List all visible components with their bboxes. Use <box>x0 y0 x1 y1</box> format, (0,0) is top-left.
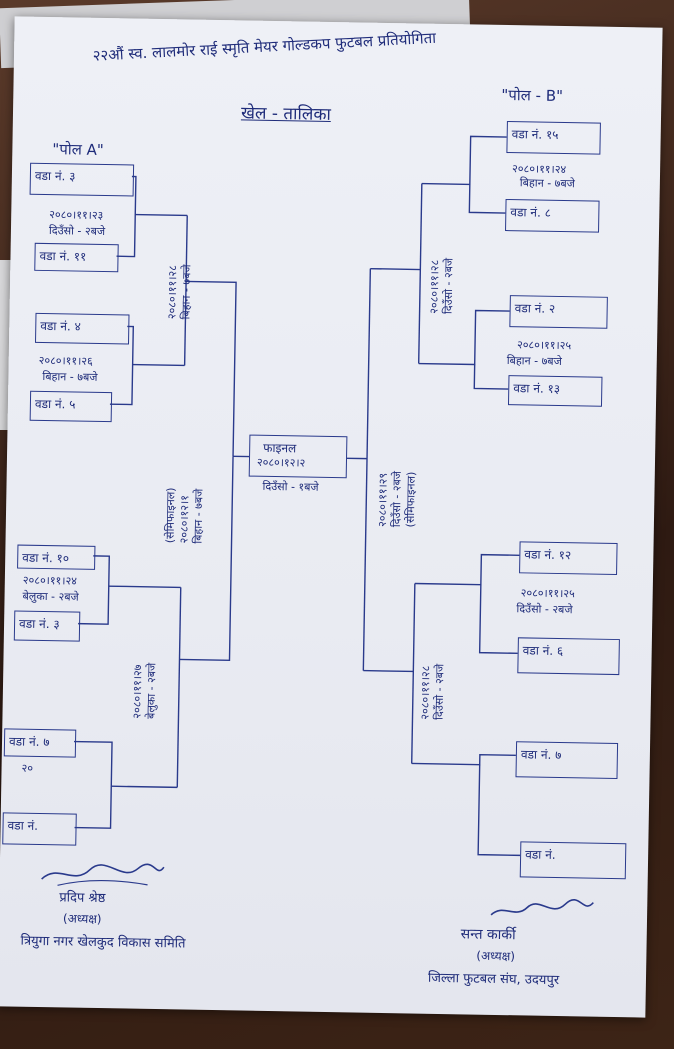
team-box: वडा नं. १३ <box>507 375 603 407</box>
team-box: वडा नं. ३ <box>29 162 135 197</box>
match-time: बिहान - ७बजे <box>42 369 98 384</box>
team-box: वडा नं. ४ <box>34 312 130 345</box>
team-box: वडा नं. ७ <box>3 728 77 758</box>
signature-right <box>490 899 594 916</box>
fixture-sheet: २२औं स्व. लालमोर राई स्मृति मेयर गोल्डकप… <box>0 16 663 1018</box>
team-box: वडा नं. १२ <box>519 541 618 576</box>
match-date: २०८०।११।२३ <box>49 208 104 222</box>
signatory-right-org: जिल्ला फुटबल संघ, उदयपुर <box>427 970 560 989</box>
team-box: वडा नं. <box>519 841 627 880</box>
final-time: दिउँसो - १बजे <box>262 479 319 494</box>
bracket-lines <box>74 135 521 857</box>
final-label: फाइनल <box>263 440 297 456</box>
team-box: वडा नं. ६ <box>517 637 620 676</box>
team-box: वडा नं. ५ <box>29 390 113 423</box>
match-date: २०८०।११।२४ <box>22 573 78 588</box>
final-date: २०८०।१२।२ <box>256 455 306 470</box>
match-date: २०८०।११।२५ <box>520 586 575 601</box>
team-box: वडा नं. २ <box>509 295 608 329</box>
signatory-right-name: सन्त कार्की <box>460 926 516 944</box>
match-time: दिउँसो - २बजे <box>516 602 573 617</box>
signatory-left-role: (अध्यक्ष) <box>62 911 102 927</box>
match-date: २०८०।११।२५ <box>516 338 572 353</box>
signatory-left-org: त्रियुगा नगर खेलकुद विकास समिति <box>20 933 186 952</box>
match-time: बिहान - ७बजे <box>519 176 576 191</box>
match-time: बिहान - ७बजे <box>506 354 562 369</box>
team-box: वडा नं. ८ <box>505 199 600 233</box>
team-box: वडा नं. १० <box>17 544 96 570</box>
match-date: २०८०।११।२६ <box>38 353 93 368</box>
team-box: वडा नं. ११ <box>34 242 119 273</box>
signatory-left-name: प्रदिप श्रेष्ठ <box>59 890 106 907</box>
team-box: वडा नं. ७ <box>515 741 619 780</box>
match-date: २० <box>21 761 34 775</box>
match-time: दिउँसो - २बजे <box>48 224 106 239</box>
match-time: बेलुका - २बजे <box>22 589 79 604</box>
team-box: वडा नं. <box>2 812 77 846</box>
team-box: वडा नं. १५ <box>506 121 601 155</box>
signatory-right-role: (अध्यक्ष) <box>476 948 516 964</box>
team-box: वडा नं. ३ <box>13 610 81 642</box>
signature-left <box>41 863 165 886</box>
